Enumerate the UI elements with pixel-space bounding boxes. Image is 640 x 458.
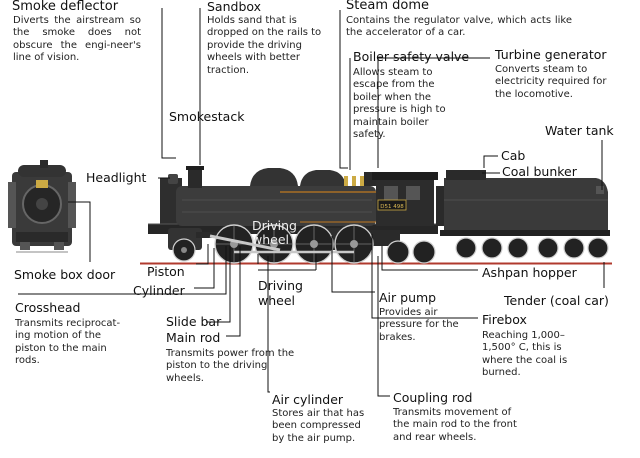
desc-boiler-safety-valve: Allows steam to escape from the boiler w… [353,67,446,141]
label-crosshead: Crosshead [15,300,81,315]
leader-cab [483,155,498,168]
label-headlight: Headlight [86,170,147,185]
label-water-tank: Water tank [545,123,614,138]
label-turbine-generator: Turbine generator [495,47,607,62]
leader-turbine [377,57,490,168]
label-smoke-deflector: Smoke deflector [12,0,119,14]
label-sandbox: Sandbox [207,0,262,14]
label-coupling-rod: Coupling rod [393,390,473,405]
leader-piston [196,244,209,265]
desc-air-pump: Provides air pressure for the brakes. [379,307,459,343]
leader-firebox [371,234,478,319]
label-cab: Cab [501,148,526,163]
label-coal-bunker: Coal bunker [502,164,577,179]
leader-driving-wheel [257,254,317,271]
leader-air-pump [331,236,375,293]
desc-steam-dome: Contains the regulator valve, which acts… [346,15,572,39]
desc-coupling-rod: Transmits movement of the main rod to th… [393,407,517,443]
desc-crosshead: Transmits reciprocat-ing motion of the p… [15,318,121,367]
leader-air-cylinder [267,256,270,393]
label-tender: Tender (coal car) [504,293,609,308]
label-driving-wheel: Driving wheel [258,278,303,308]
label-cylinder: Cylinder [133,283,185,298]
leader-smoke-deflector [161,8,176,159]
desc-firebox: Reaching 1,000–1,500° C, this is where t… [482,330,568,379]
leader-coupling-rod [377,256,390,397]
label-air-cylinder: Air cylinder [272,392,344,407]
label-main-rod: Main rod [166,330,221,345]
desc-smoke-deflector: Diverts the airstream so the smoke does … [13,15,141,64]
leader-smoke-box [68,201,91,262]
label-air-pump: Air pump [379,290,437,305]
desc-sandbox: Holds sand that is dropped on the rails … [207,15,322,76]
leader-slide-bar [206,246,231,323]
label-driving-wheel-overlay: Driving wheel [252,218,297,247]
label-firebox: Firebox [482,312,527,327]
label-ashpan-hopper: Ashpan hopper [482,265,577,280]
desc-turbine-generator: Converts steam to electricity required f… [495,64,607,100]
label-boiler-safety-valve: Boiler safety valve [353,49,470,64]
desc-main-rod: Transmits power from the piston to the d… [166,348,295,384]
leader-main-rod [226,246,241,337]
label-slide-bar: Slide bar [166,314,222,329]
number-plate: D51 498 [380,204,404,210]
side-view-locomotive: D51 498 [148,166,438,264]
label-smokestack: Smokestack [169,109,245,124]
label-steam-dome: Steam dome [346,0,429,13]
leader-ashpan [381,246,478,271]
label-piston: Piston [147,264,185,279]
leader-steam-dome [339,10,348,169]
label-smoke-box-door: Smoke box door [14,267,116,282]
front-view-locomotive [8,160,76,253]
desc-air-cylinder: Stores air that has been compressed by t… [272,408,365,444]
tender-car [436,170,610,259]
leader-crosshead [18,246,227,295]
leader-cylinder [194,248,215,289]
